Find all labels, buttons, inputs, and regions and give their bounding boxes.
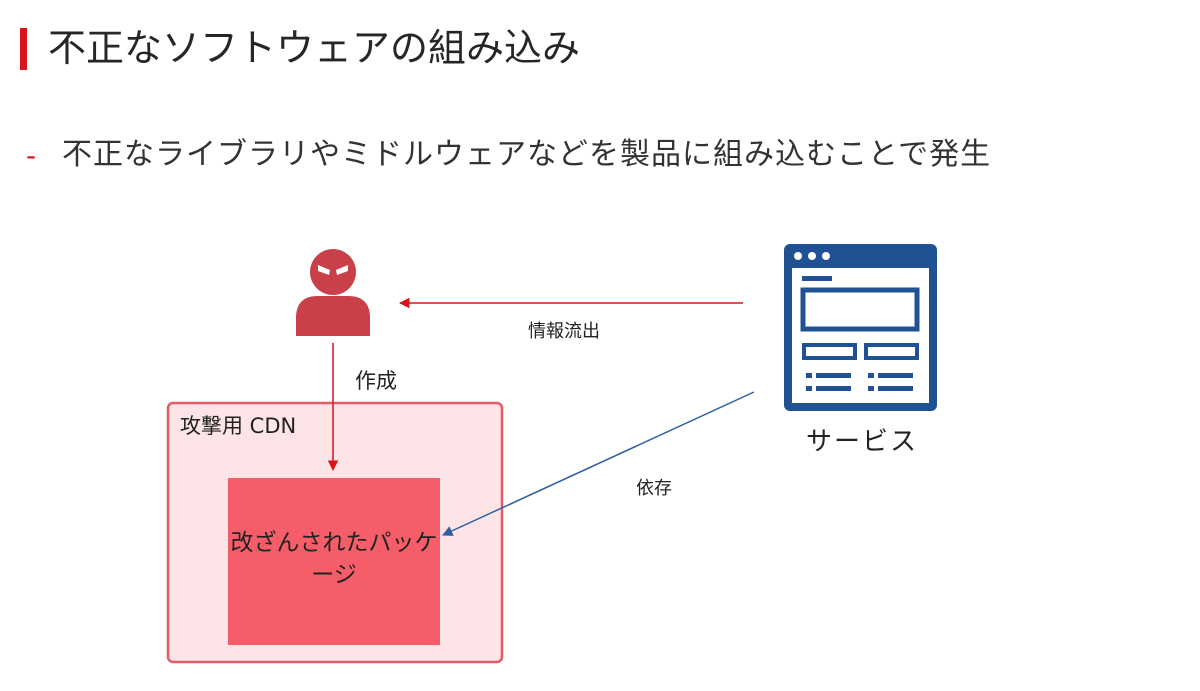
service-label: サービス	[806, 427, 919, 457]
create-edge-label: 作成	[355, 369, 397, 393]
attacker-icon	[296, 249, 370, 336]
attack-cdn-label: 攻撃用 CDN	[180, 414, 297, 438]
depend-arrow	[442, 391, 755, 536]
leak-edge-label: 情報流出	[528, 321, 600, 342]
tampered-package-label: 改ざんされたパッケージ	[230, 530, 438, 588]
title-accent-bar	[20, 28, 27, 70]
page-title: 不正なソフトウェアの組み込み	[48, 26, 581, 70]
tampered-package-box	[228, 478, 440, 645]
bullet-text: 不正なライブラリやミドルウェアなどを製品に組み込むことで発生	[62, 137, 992, 172]
bullet-marker: -	[26, 139, 37, 172]
depend-edge-label: 依存	[636, 478, 672, 499]
service-window-icon	[784, 244, 937, 411]
